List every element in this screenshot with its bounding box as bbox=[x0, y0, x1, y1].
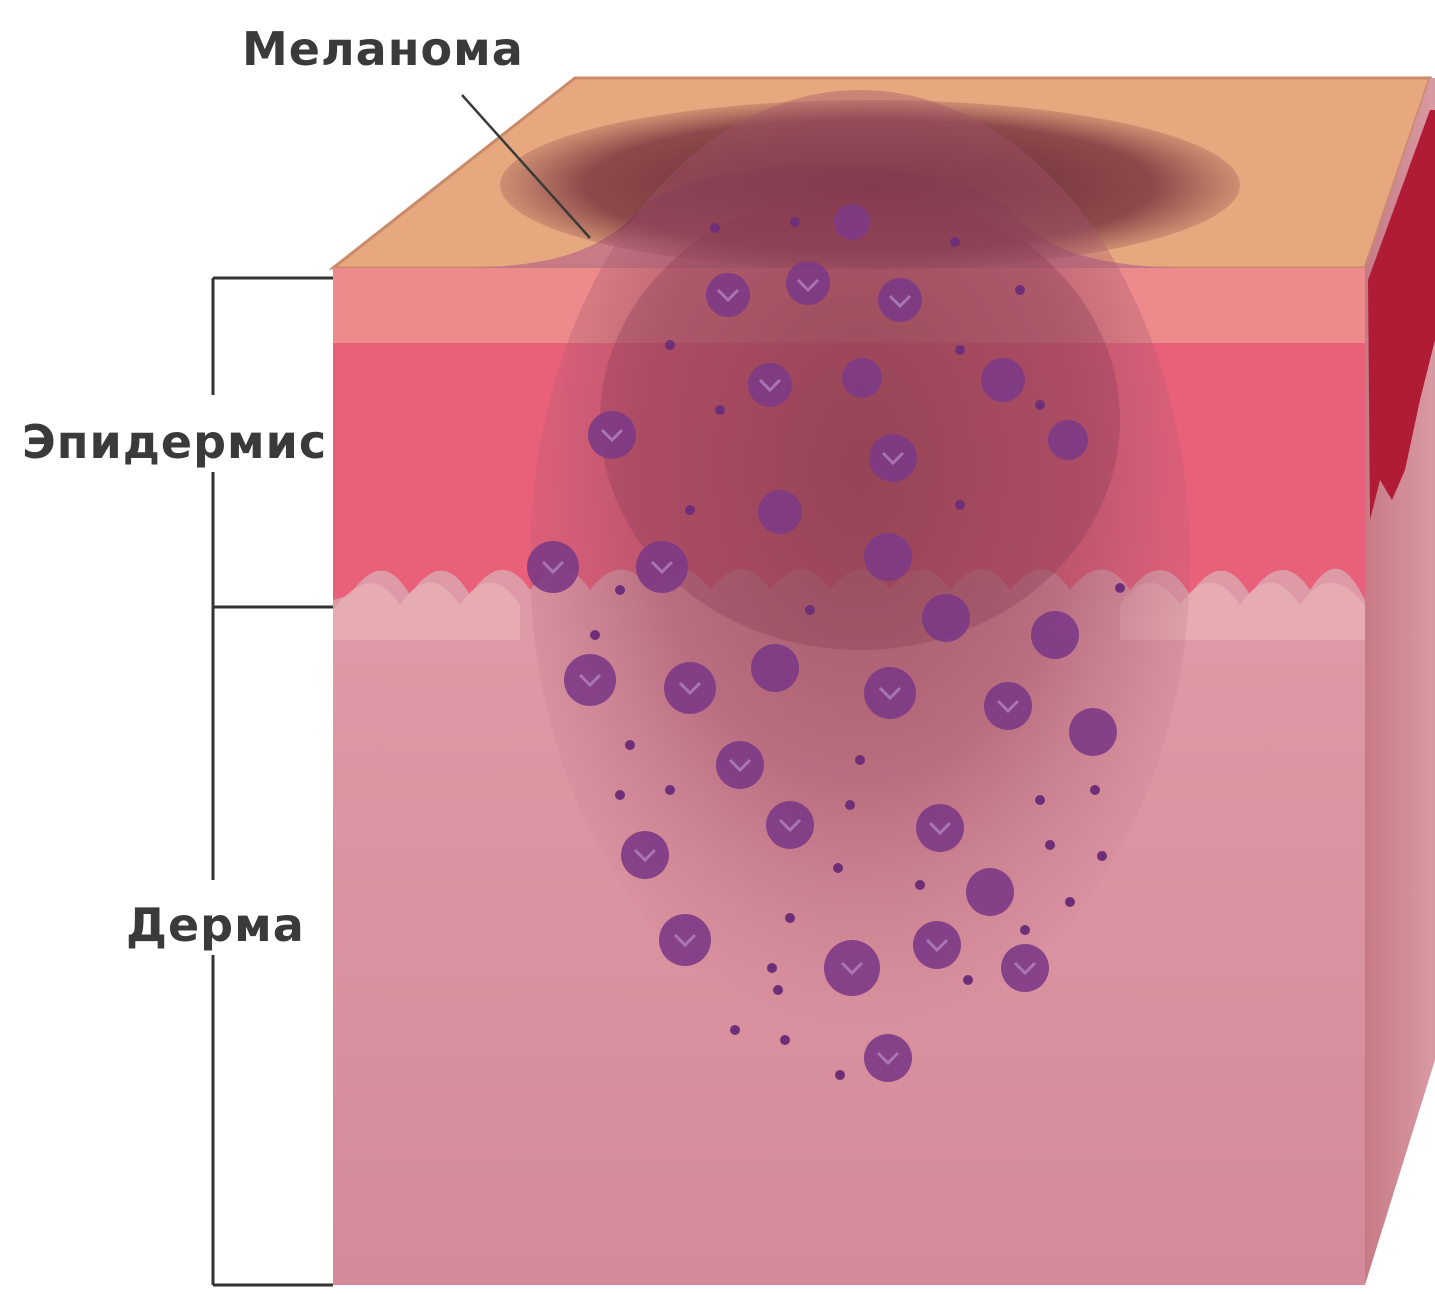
epidermis-label: Эпидермис bbox=[22, 415, 327, 469]
melanoma-label: Меланома bbox=[242, 22, 524, 76]
dermis-label: Дерма bbox=[126, 898, 305, 952]
